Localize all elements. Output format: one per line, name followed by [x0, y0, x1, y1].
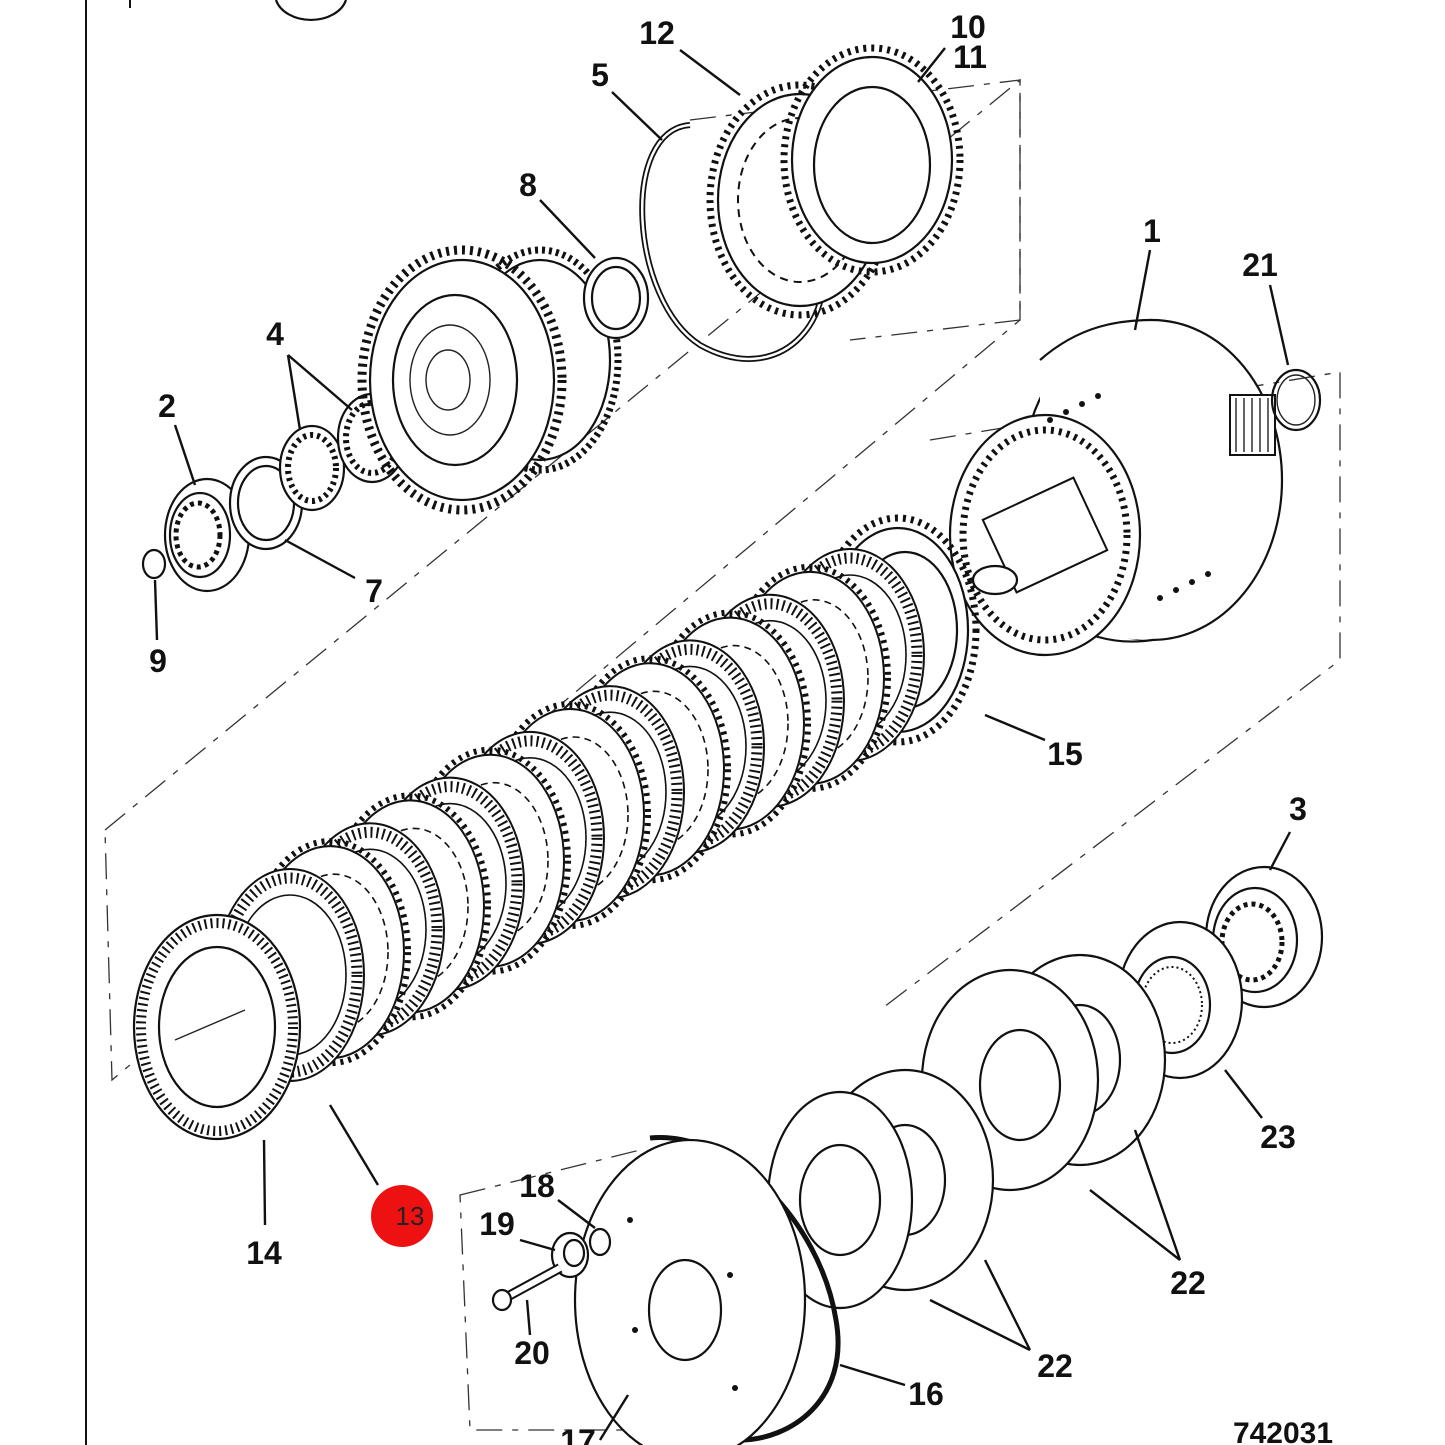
callout-9: 9 — [149, 643, 167, 679]
callout-18: 18 — [519, 1168, 555, 1204]
part-21-o-ring — [1270, 368, 1322, 432]
callout-21: 21 — [1242, 247, 1278, 283]
callout-7: 7 — [365, 573, 383, 609]
callout-2: 2 — [158, 388, 176, 424]
callout-20: 20 — [514, 1335, 550, 1371]
callout-12: 12 — [639, 15, 675, 51]
callout-23: 23 — [1260, 1119, 1296, 1155]
callout-labels: 1 2 3 4 5 7 8 9 10 11 12 13 14 15 16 17 … — [149, 9, 1333, 1445]
drawing-number: 742031 — [1233, 1417, 1333, 1445]
callout-13: 13 — [396, 1201, 425, 1231]
part-2-bearing — [163, 477, 251, 593]
part-17-piston — [573, 1135, 841, 1445]
part-22-belleville-washers — [766, 953, 1167, 1310]
leader-lines — [153, 47, 1292, 1441]
callout-5: 5 — [591, 57, 609, 93]
callout-19: 19 — [479, 1206, 515, 1242]
dashed-envelope-piston — [459, 1149, 661, 1431]
highlight-marker-13 — [371, 1185, 433, 1247]
callout-22-upper: 22 — [1170, 1265, 1206, 1301]
callout-10: 10 — [950, 9, 986, 45]
sheet-reference-circle — [274, 0, 348, 22]
dashed-envelope-right — [879, 371, 1341, 1011]
callout-16: 16 — [908, 1376, 944, 1412]
callout-3: 3 — [1289, 791, 1307, 827]
clutch-pack-plates — [215, 548, 925, 1082]
part-10-11-plate — [780, 44, 964, 276]
part-18-o-ring — [588, 1227, 612, 1257]
part-1-clutch-drum — [948, 318, 1284, 657]
part-9-circlip — [141, 548, 167, 580]
part-8-washer — [582, 256, 650, 340]
callout-22-lower: 22 — [1037, 1348, 1073, 1384]
part-19-bush — [550, 1231, 590, 1279]
part-20-bolt — [491, 1263, 563, 1312]
callout-15: 15 — [1047, 736, 1083, 772]
callout-14: 14 — [246, 1235, 282, 1271]
callout-11: 11 — [953, 39, 987, 75]
callout-4: 4 — [266, 316, 284, 352]
callout-1: 1 — [1143, 213, 1161, 249]
callout-8: 8 — [519, 167, 537, 203]
callout-17: 17 — [560, 1423, 596, 1445]
gear-shaft — [357, 245, 622, 515]
part-14-friction-disc — [132, 913, 302, 1141]
